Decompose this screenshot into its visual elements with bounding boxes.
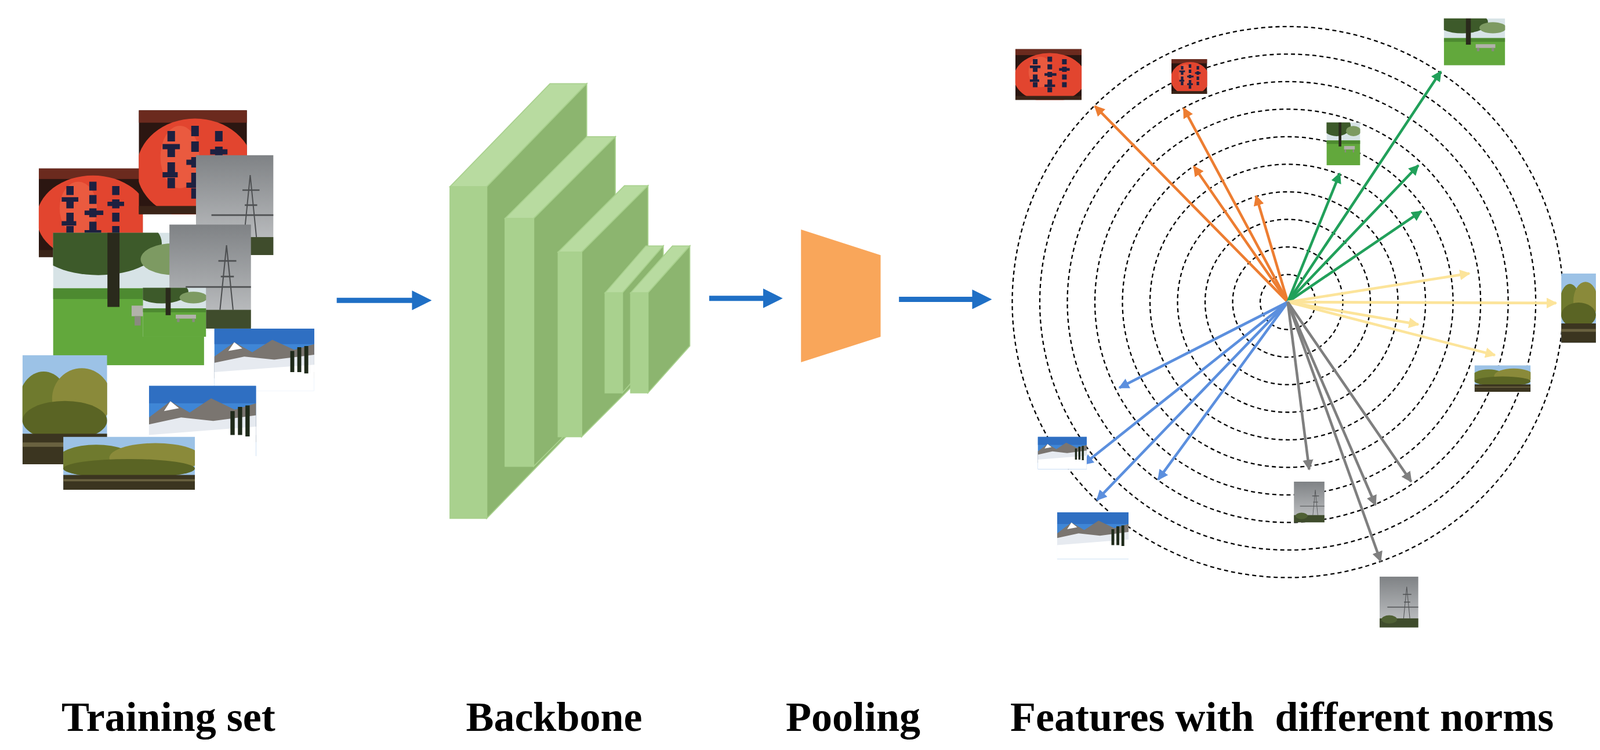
backbone-blocks (450, 83, 690, 519)
feature-thumbnails (1013, 11, 1598, 629)
feature-vectors-part-part (1119, 302, 1288, 388)
backbone-blocks-part (581, 185, 648, 437)
flow-arrow (709, 295, 769, 301)
training-collage (17, 110, 315, 491)
stage-caption: Pooling (785, 694, 921, 741)
feature-vectors-part-part (1194, 166, 1289, 303)
feature-vectors-part-part (1256, 196, 1289, 303)
backbone-blocks-part (557, 252, 582, 438)
stage-node: Backbone (450, 83, 691, 519)
feature-vectors-part-part (1288, 211, 1422, 303)
feature-vectors-part-part (1158, 302, 1288, 480)
feature-thumbnails-part (1170, 59, 1210, 96)
feature-thumbnails-part (1293, 481, 1325, 523)
feature-vectors-part (1094, 106, 1289, 303)
feature-thumbnails-part (1471, 365, 1534, 393)
stage-node: Training set (20, 107, 319, 493)
feature-vectors-part-part (1288, 173, 1341, 303)
training-collage-part (214, 328, 315, 391)
stage-caption: Training set (61, 694, 276, 741)
feature-vectors (1083, 71, 1557, 562)
feature-vectors-part-part (1288, 71, 1442, 303)
feature-thumbnails-part (1037, 437, 1087, 470)
backbone-blocks-part (450, 186, 487, 519)
feature-vectors-part-part (1288, 302, 1412, 482)
backbone-blocks-part (604, 292, 623, 394)
stage-caption: Features with different norms (1010, 694, 1554, 741)
flow-arrow (336, 298, 419, 304)
backbone-blocks-part (647, 245, 690, 394)
feature-vectors-part (1288, 273, 1557, 356)
stage-node: Pooling (800, 229, 881, 363)
feature-vectors-part-part (1288, 302, 1381, 562)
norm-circles-part (1011, 26, 1563, 579)
feature-vectors-part-part (1288, 302, 1557, 304)
pooling-trapezoid (800, 229, 881, 363)
feature-vectors-part-part (1094, 106, 1289, 303)
feature-thumbnails-part (1057, 512, 1129, 560)
pooling-trapezoid-part (800, 229, 881, 363)
feature-vectors-part-part (1097, 302, 1289, 501)
feature-vectors-part-part (1288, 302, 1376, 506)
flow-arrow (898, 296, 978, 303)
feature-vectors-part (1083, 302, 1289, 501)
feature-vectors-part (1288, 302, 1412, 562)
training-collage-part (135, 280, 208, 337)
training-collage-part (56, 437, 202, 491)
stage-node: Features with different norms (1010, 22, 1567, 584)
backbone-blocks-part (630, 292, 648, 394)
norm-circles (1011, 26, 1563, 579)
feature-vectors-part-part (1183, 108, 1288, 303)
feature-vectors-part-part (1288, 302, 1419, 325)
feature-thumbnails-part (1379, 577, 1419, 629)
feature-vectors-part-part (1288, 273, 1470, 303)
feature-thumbnails-part (1559, 273, 1598, 344)
feature-vectors-part-part (1288, 165, 1419, 303)
feature-thumbnails-part (1013, 49, 1086, 103)
backbone-blocks-part (505, 218, 534, 467)
feature-thumbnails-part (1322, 115, 1361, 166)
stage-caption: Backbone (465, 694, 642, 741)
feature-thumbnails-part (1436, 11, 1507, 66)
feature-vectors-part (1288, 71, 1442, 303)
